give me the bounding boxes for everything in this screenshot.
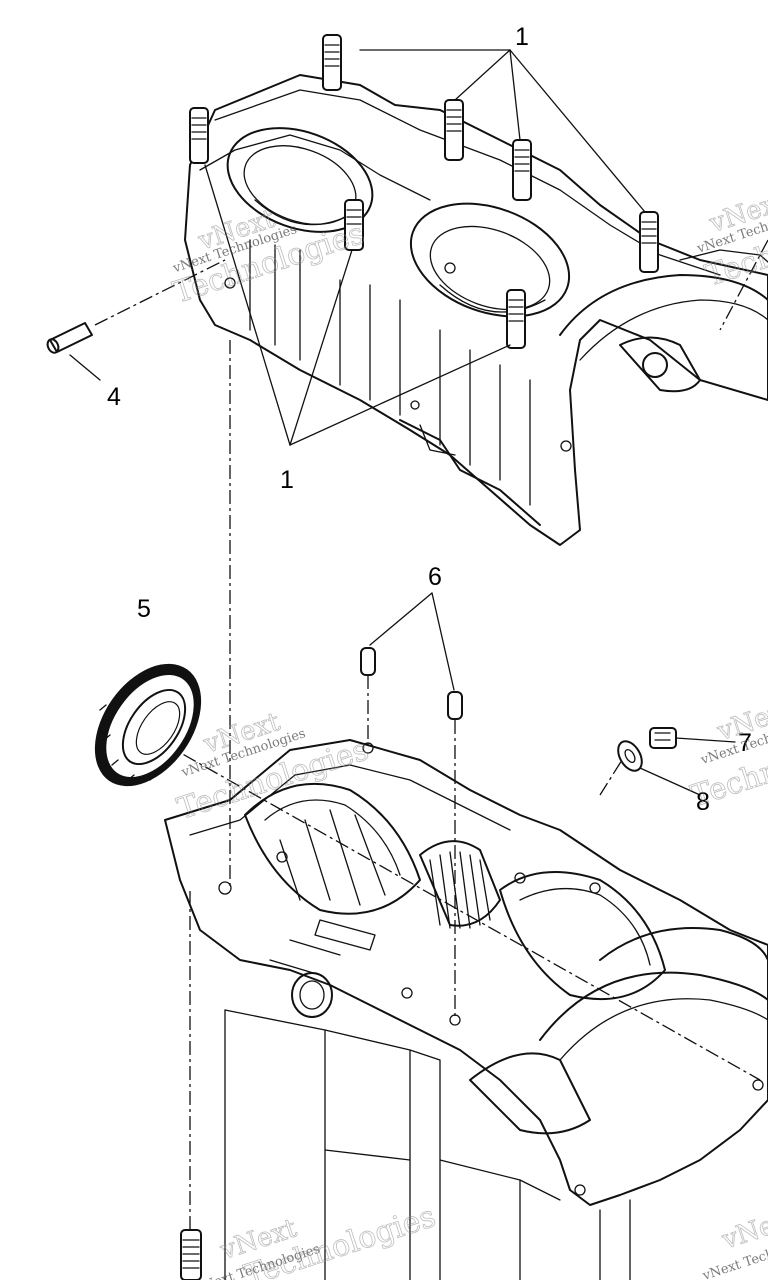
callout-8: 8 <box>696 788 710 816</box>
watermark-bottom-left: vNext vNext Technologies Technologies <box>194 1199 441 1280</box>
svg-text:vNext: vNext <box>718 1203 768 1256</box>
cylinder-studs <box>189 34 659 349</box>
watermark-middle-right: vNext vNext Technologies Technologies <box>687 694 768 815</box>
stud <box>639 211 659 273</box>
upper-crankcase <box>184 74 768 546</box>
part-8-washer <box>599 740 701 796</box>
stud <box>189 107 209 164</box>
callout-labels: 1 1 4 5 6 7 8 <box>107 23 752 816</box>
stud <box>506 289 526 349</box>
callout-6: 6 <box>428 563 442 591</box>
part-4-bolt <box>46 259 226 381</box>
callout-4: 4 <box>107 383 121 411</box>
watermark-bottom-right: vNext vNext Technologies <box>700 1202 768 1280</box>
callout-1-bottom: 1 <box>280 466 294 494</box>
stud <box>322 34 342 91</box>
crank-axis-line <box>139 729 761 1081</box>
part-5-oil-seal <box>94 663 202 787</box>
leader-lines-1-top <box>359 49 646 213</box>
callout-7: 7 <box>738 729 752 757</box>
stud <box>344 199 364 251</box>
callout-5: 5 <box>137 595 151 623</box>
watermark-upper-right: vNext vNext Technologies Technologies <box>695 186 768 294</box>
lower-crankcase <box>164 739 768 1280</box>
alignment-line-right <box>719 239 768 331</box>
watermarks: vNext vNext Technologies Technologies vN… <box>169 186 768 1280</box>
bottom-stud <box>180 1229 202 1280</box>
leader-lines-1-bottom <box>204 164 511 446</box>
part-6-dowel-pins <box>360 592 463 720</box>
part-7-drain-bolt <box>649 727 736 749</box>
stud <box>444 99 464 161</box>
stud <box>512 139 532 201</box>
callout-1-top: 1 <box>515 23 529 51</box>
